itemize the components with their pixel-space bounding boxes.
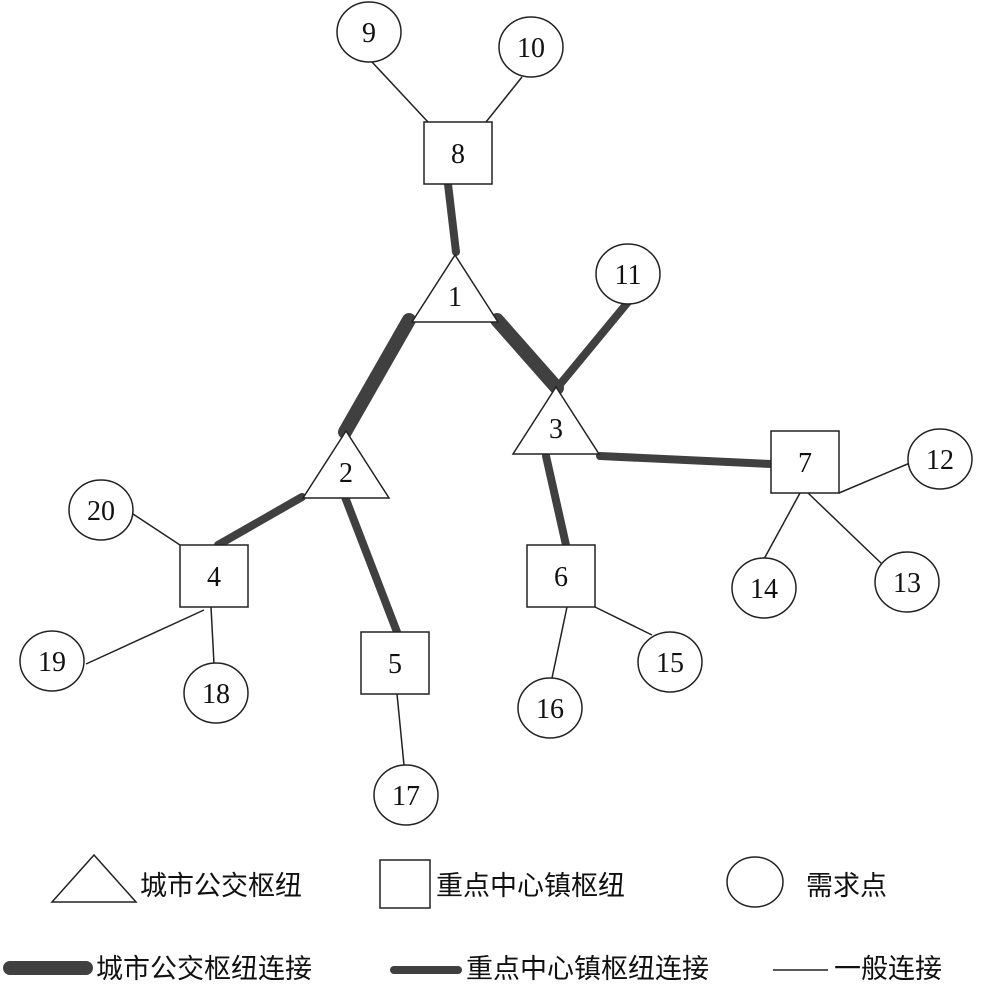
general-link-7-13 [807, 492, 883, 565]
node-2: 2 [301, 429, 391, 499]
node-12: 12 [907, 428, 973, 490]
node-label: 6 [554, 562, 568, 593]
square-icon [179, 544, 249, 608]
circle-icon [637, 631, 703, 693]
urban-link-1-2 [338, 313, 416, 439]
town-link-3-11 [553, 298, 632, 392]
legend-triangle-icon [50, 853, 138, 903]
legend-general-link-label: 一般连接 [834, 954, 942, 985]
legend-circle-icon [726, 856, 784, 908]
circle-icon [595, 243, 661, 305]
general-link-4-18 [210, 606, 215, 665]
legend-demand-label: 需求点 [806, 871, 887, 902]
town-link-2-4 [214, 493, 306, 549]
legend-town-link-label: 重点中心镇枢纽连接 [466, 954, 709, 985]
legend: 城市公交枢纽 重点中心镇枢纽 需求点 城市公交枢纽连接 重点中心镇枢纽连接 一般… [3, 853, 942, 985]
node-label: 4 [207, 562, 221, 593]
circle-icon [874, 551, 940, 613]
general-link-7-12 [838, 462, 911, 494]
node-label: 5 [388, 649, 402, 680]
node-20: 20 [68, 479, 134, 541]
square-icon [423, 121, 493, 185]
triangle-icon [410, 253, 500, 323]
triangle-icon [301, 429, 391, 499]
node-5: 5 [360, 631, 430, 695]
node-label: 16 [536, 694, 564, 725]
node-label: 12 [926, 445, 954, 476]
circle-icon [373, 764, 439, 826]
node-label: 8 [451, 139, 465, 170]
circle-icon [183, 662, 249, 724]
circle-icon [731, 557, 797, 619]
legend-town-hub-label: 重点中心镇枢纽 [436, 871, 625, 902]
node-label: 13 [893, 568, 921, 599]
square-icon [770, 430, 840, 494]
town-link-2-5 [341, 493, 401, 636]
node-label: 20 [87, 496, 115, 527]
node-label: 2 [339, 458, 353, 489]
node-9: 9 [336, 1, 402, 63]
circle-icon [517, 677, 583, 739]
node-label: 18 [202, 679, 230, 710]
town-link-8-1 [444, 180, 460, 256]
urban-link-1-3 [490, 313, 564, 395]
node-label: 3 [549, 414, 563, 445]
node-7: 7 [770, 430, 840, 494]
town-link-3-6 [542, 452, 570, 549]
circle-icon [907, 428, 973, 490]
node-17: 17 [373, 764, 439, 826]
node-label: 17 [392, 781, 420, 812]
node-19: 19 [19, 630, 85, 692]
circle-icon [68, 479, 134, 541]
node-label: 10 [517, 33, 545, 64]
node-10: 10 [498, 16, 564, 78]
node-3: 3 [511, 385, 601, 455]
legend-urban-hub-label: 城市公交枢纽 [140, 871, 302, 902]
triangle-icon [511, 385, 601, 455]
general-link-4-19 [85, 609, 205, 665]
general-link-5-17 [396, 693, 405, 766]
node-label: 1 [448, 282, 462, 313]
node-label: 19 [38, 647, 66, 678]
circle-icon [498, 16, 564, 78]
node-label: 15 [656, 648, 684, 679]
node-11: 11 [595, 243, 661, 305]
legend-square-icon [379, 859, 431, 909]
node-label: 14 [750, 574, 778, 605]
general-link-8-10 [485, 76, 523, 123]
node-8: 8 [423, 121, 493, 185]
node-label: 7 [798, 448, 812, 479]
node-18: 18 [183, 662, 249, 724]
circle-icon [336, 1, 402, 63]
square-icon [526, 544, 596, 608]
node-label: 9 [362, 18, 376, 49]
edges-layer [85, 61, 911, 766]
legend-urban-link-label: 城市公交枢纽连接 [96, 954, 312, 985]
general-link-6-15 [594, 606, 653, 636]
general-link-8-9 [371, 61, 429, 123]
node-1: 1 [410, 253, 500, 323]
node-label: 11 [615, 260, 642, 291]
node-15: 15 [637, 631, 703, 693]
square-icon [360, 631, 430, 695]
node-13: 13 [874, 551, 940, 613]
node-6: 6 [526, 544, 596, 608]
node-14: 14 [731, 557, 797, 619]
node-16: 16 [517, 677, 583, 739]
town-link-3-7 [596, 452, 775, 468]
circle-icon [19, 630, 85, 692]
node-4: 4 [179, 544, 249, 608]
general-link-7-14 [763, 492, 801, 560]
general-link-6-16 [551, 606, 568, 679]
general-link-4-20 [132, 513, 181, 546]
